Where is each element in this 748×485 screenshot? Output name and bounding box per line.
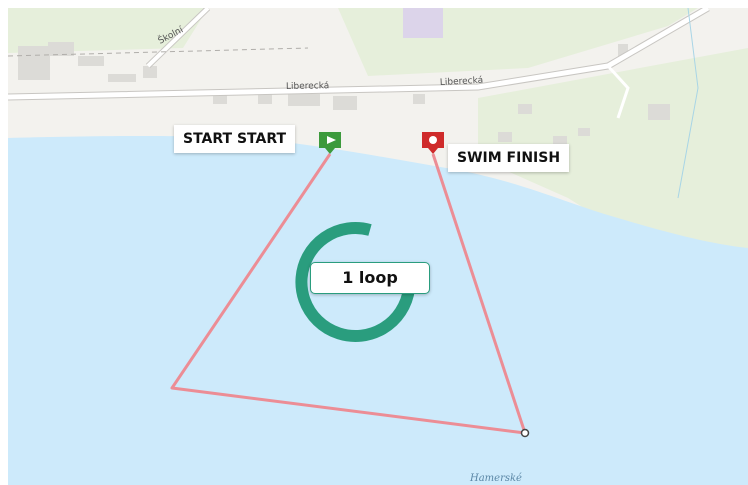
lake-water	[8, 136, 748, 485]
lake-label: Hamerské	[469, 473, 522, 484]
start-marker[interactable]	[319, 132, 341, 154]
pin-icon	[429, 136, 437, 144]
loop-label: 1 loop	[310, 262, 430, 294]
green-area	[8, 8, 208, 53]
building-block	[403, 8, 443, 38]
map-view[interactable]: Školní Liberecká Liberecká Hamerské STAR…	[8, 8, 748, 485]
start-label: START START	[174, 125, 296, 153]
street-label: Liberecká	[286, 81, 329, 92]
building-group	[18, 42, 670, 146]
finish-label: SWIM FINISH	[448, 144, 570, 172]
street-label: Liberecká	[440, 76, 484, 88]
circular-arrow-icon	[295, 222, 416, 342]
swim-route[interactable]	[170, 153, 527, 435]
route-waypoint[interactable]	[520, 428, 530, 438]
green-area	[478, 48, 748, 268]
finish-marker[interactable]	[422, 132, 444, 154]
play-icon	[327, 136, 336, 144]
road-network	[8, 8, 710, 199]
map-canvas: Školní Liberecká Liberecká Hamerské	[8, 8, 748, 485]
